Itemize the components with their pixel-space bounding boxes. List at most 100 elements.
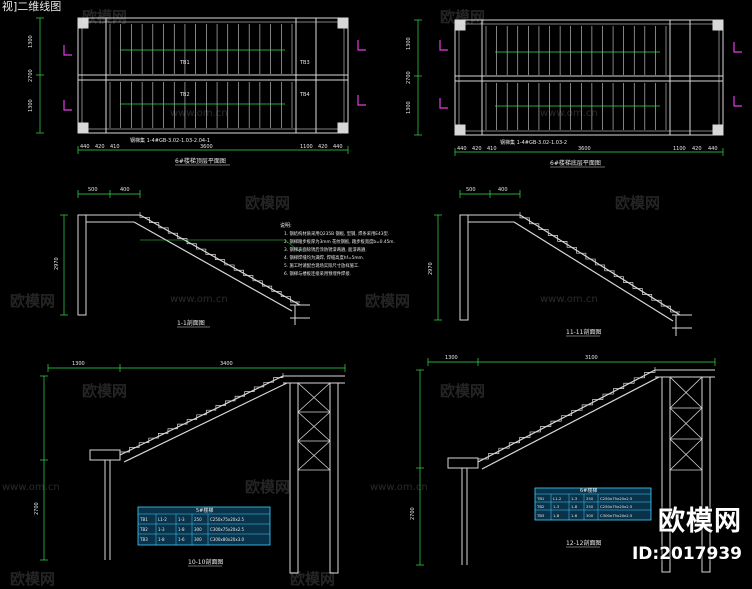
svg-text:6. 钢梯与楼板连接采用预埋件焊接.: 6. 钢梯与楼板连接采用预埋件焊接. (284, 270, 351, 277)
svg-text:1-3: 1-3 (571, 496, 578, 501)
stair-steps (519, 212, 680, 313)
svg-text:1-8: 1-8 (158, 537, 165, 542)
svg-text:3. 钢梯表面除锈后涂防锈漆两遍, 面漆两遍.: 3. 钢梯表面除锈后涂防锈漆两遍, 面漆两遍. (284, 246, 367, 253)
watermark: 欧模网 (440, 8, 486, 26)
watermark: 欧模网 (82, 382, 128, 400)
watermark: 欧模网 (615, 194, 661, 212)
plan-top-left-caption: 6#楼梯顶层平面图 (175, 157, 226, 165)
plan-top-right (454, 19, 724, 136)
svg-text:1300: 1300 (445, 355, 458, 361)
svg-text:说明:: 说明: (280, 222, 292, 229)
svg-text:2970: 2970 (428, 262, 434, 275)
svg-text:500: 500 (88, 187, 98, 193)
svg-text:1100: 1100 (300, 144, 313, 150)
svg-text:1300: 1300 (406, 101, 412, 114)
svg-text:5#楼梯: 5#楼梯 (196, 507, 213, 514)
svg-text:1300: 1300 (28, 35, 34, 48)
svg-text:420: 420 (318, 144, 328, 150)
svg-text:2700: 2700 (28, 69, 34, 82)
section-bottom-right (447, 367, 715, 573)
viewport-label[interactable]: 视]二维线图 (2, 0, 62, 13)
svg-text:TB2: TB2 (139, 527, 148, 532)
svg-text:300: 300 (586, 513, 594, 518)
svg-text:1-8: 1-8 (571, 504, 578, 509)
brand-id: ID:2017939 (631, 544, 742, 564)
svg-text:钢梯集 1-4#GB-3.02-1.03-2: 钢梯集 1-4#GB-3.02-1.03-2 (500, 139, 567, 146)
plan-top-left (77, 17, 349, 134)
svg-text:L1-2: L1-2 (158, 517, 167, 522)
watermark-url: www.om.cn (170, 108, 228, 119)
svg-text:C250x75x20x2.5: C250x75x20x2.5 (600, 496, 633, 501)
svg-text:TB4: TB4 (299, 92, 310, 98)
svg-text:440: 440 (708, 146, 718, 152)
svg-text:500: 500 (466, 187, 476, 193)
section-mid-left-dims (60, 190, 301, 316)
svg-text:1-8: 1-8 (553, 513, 560, 518)
stair-steps (139, 212, 300, 303)
stair-treads (485, 26, 667, 130)
svg-text:1-3: 1-3 (178, 517, 185, 522)
svg-text:300: 300 (194, 537, 202, 542)
svg-text:L1-2: L1-2 (553, 496, 562, 501)
plan-top-right-dim-labels: 440 420 410 3600 1100 420 440 1300 2700 … (406, 37, 718, 152)
svg-text:1-6: 1-6 (178, 537, 185, 542)
watermark: 欧模网 (365, 292, 411, 310)
svg-text:1-3: 1-3 (553, 504, 560, 509)
section-bottom-left-dims (40, 364, 346, 561)
stroke (297, 382, 331, 413)
support-truss (669, 376, 703, 471)
svg-text:TB3: TB3 (299, 60, 310, 66)
svg-text:3400: 3400 (220, 361, 233, 367)
stroke (669, 376, 703, 409)
svg-text:410: 410 (110, 144, 120, 150)
svg-text:3600: 3600 (578, 146, 591, 152)
svg-text:420: 420 (472, 146, 482, 152)
section-mid-right-dims (434, 190, 521, 321)
stroke (297, 440, 331, 471)
svg-text:2700: 2700 (406, 71, 412, 84)
svg-text:TB1: TB1 (179, 60, 190, 66)
svg-text:400: 400 (498, 187, 508, 193)
section-bottom-left-caption: 10-10剖面图 (188, 558, 223, 566)
section-bottom-left (89, 373, 345, 574)
stroke (297, 411, 331, 442)
svg-text:6#楼梯: 6#楼梯 (580, 487, 597, 494)
svg-text:1-8: 1-8 (178, 527, 185, 532)
svg-text:300: 300 (194, 527, 202, 532)
watermark: 欧模网 (245, 194, 291, 212)
svg-text:C300x75x20x2.5: C300x75x20x2.5 (210, 527, 245, 532)
section-mid-right-caption: 11-11剖面图 (566, 328, 601, 336)
svg-text:C300x80x20x3.0: C300x80x20x3.0 (210, 537, 245, 542)
svg-text:钢梯集 1-4#GB-3.02-1.03-2.04-1: 钢梯集 1-4#GB-3.02-1.03-2.04-1 (130, 137, 210, 144)
brand-logo: 欧模网 (658, 506, 742, 537)
svg-text:TB1: TB1 (536, 496, 545, 501)
svg-text:TB2: TB2 (179, 92, 190, 98)
schedule-table-right: 6#楼梯 TB1 L1-2 1-3 250 C250x75x20x2.5 TB2… (534, 487, 652, 521)
plan-top-left-dim-labels: 440 420 410 3600 1100 420 440 1300 2700 … (28, 35, 343, 150)
plan-top-right-caption: 6#楼梯底层平面图 (550, 159, 601, 167)
svg-text:C250x75x20x2.5: C250x75x20x2.5 (210, 517, 245, 522)
svg-text:410: 410 (487, 146, 497, 152)
svg-text:C300x75x20x2.5: C300x75x20x2.5 (600, 513, 633, 518)
svg-text:1100: 1100 (673, 146, 686, 152)
svg-text:1300: 1300 (406, 37, 412, 50)
svg-text:400: 400 (120, 187, 130, 193)
svg-text:1300: 1300 (28, 99, 34, 112)
plan-top-left-markers (63, 40, 366, 111)
svg-text:1-6: 1-6 (571, 513, 578, 518)
svg-text:TB3: TB3 (536, 513, 545, 518)
svg-text:1-3: 1-3 (158, 527, 165, 532)
svg-text:440: 440 (457, 146, 467, 152)
svg-text:2700: 2700 (34, 502, 40, 515)
stair-steps (478, 367, 656, 460)
svg-text:420: 420 (95, 144, 105, 150)
stair-steps (120, 373, 284, 453)
watermark: 欧模网 (10, 570, 56, 588)
watermark: 欧模网 (245, 478, 291, 496)
watermark-url: www.om.cn (540, 294, 598, 305)
section-mid-left (77, 212, 310, 325)
plan-top-left-dims (36, 17, 349, 154)
watermark: 欧模网 (290, 570, 336, 588)
svg-text:250: 250 (586, 496, 594, 501)
